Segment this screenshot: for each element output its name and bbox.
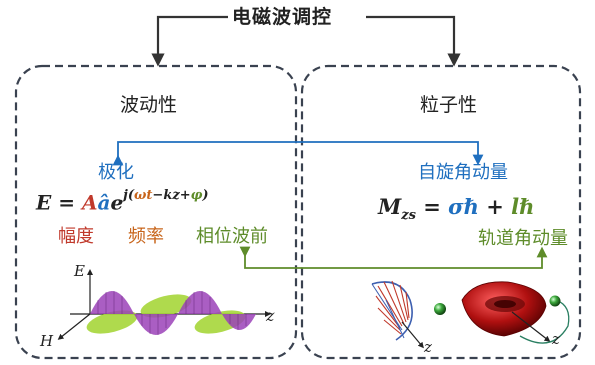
diagram-title: 电磁波调控: [232, 6, 333, 28]
particle-formula: Mzs = σℏ + lℏ: [378, 196, 534, 222]
orbital-illustration: [461, 281, 570, 344]
phase-orbital-arrow: [239, 246, 548, 269]
formula-A: A: [81, 190, 98, 215]
amplitude-label: 幅度: [58, 226, 94, 247]
phase-front-label: 相位波前: [196, 226, 268, 247]
axis-H-label: H: [40, 332, 54, 350]
formula-l: l: [511, 194, 520, 219]
polarization-label: 极化: [98, 162, 134, 183]
formula-plus: +: [478, 194, 512, 219]
em-wave-illustration: [57, 269, 271, 340]
formula-hbar2: ℏ: [519, 194, 535, 219]
axis-E-label: E: [74, 262, 85, 280]
exp-phi: φ: [190, 188, 203, 203]
formula-hbar1: ℏ: [463, 194, 479, 219]
formula-e: e: [110, 190, 124, 215]
polarization-spin-arrow: [112, 141, 484, 166]
exp-close: ): [202, 188, 209, 203]
title-right-arrow: [366, 15, 461, 67]
exp-kz: −kz+: [152, 188, 191, 203]
axis-z-label: z: [266, 306, 275, 325]
formula-M: M: [378, 194, 402, 219]
exp-j: j(: [123, 188, 135, 203]
wave-formula: E = Aâej(ωt−kz+φ): [36, 189, 209, 215]
orbital-axis-z-label: z: [552, 330, 560, 348]
particle-heading: 粒子性: [420, 94, 478, 116]
exp-omega-t: ωt: [134, 188, 153, 203]
formula-eq2: =: [415, 194, 449, 219]
spin-axis-z-label: z: [424, 338, 432, 356]
frequency-label: 频率: [128, 226, 164, 247]
wave-heading: 波动性: [120, 94, 178, 116]
spin-illustration: [371, 280, 446, 349]
title-left-arrow: [151, 15, 228, 67]
formula-sub: zs: [401, 208, 416, 224]
formula-sigma: σ: [448, 194, 464, 219]
formula-eq: =: [51, 190, 82, 215]
spin-label: 自旋角动量: [418, 162, 508, 183]
orbital-label: 轨道角动量: [478, 228, 568, 249]
formula-E: E: [36, 190, 52, 215]
formula-a-hat: â: [97, 190, 111, 215]
left-panel-border: [14, 64, 298, 360]
